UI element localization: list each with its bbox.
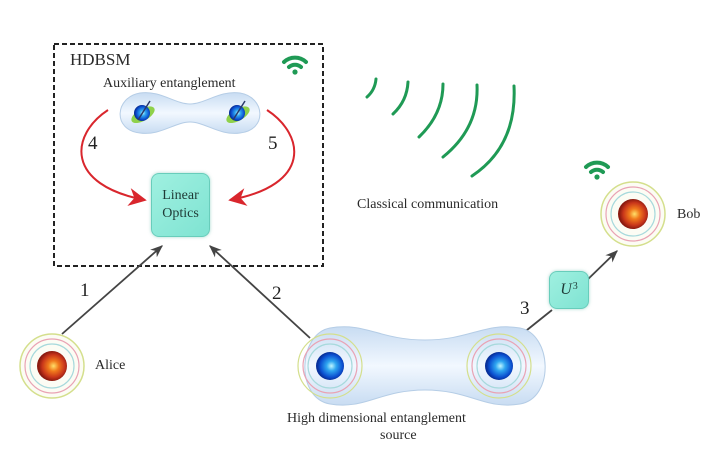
linear-optics-box: Linear Optics — [151, 173, 210, 237]
path-2-arrow — [209, 245, 311, 339]
alice-photon — [19, 333, 85, 399]
path-5-arrow — [228, 109, 296, 206]
wifi-icon — [584, 160, 610, 180]
path-number-4: 4 — [88, 133, 98, 154]
path-number-3: 3 — [520, 298, 530, 319]
bob-label: Bob — [677, 207, 701, 222]
hdbsm-boundary — [53, 43, 324, 267]
path-1-arrow — [61, 245, 163, 335]
photon-icon — [131, 100, 155, 124]
unitary-exponent: 3 — [572, 281, 578, 292]
entangled-pair-icon — [297, 326, 546, 406]
source-label-line1: High dimensional entanglement — [287, 411, 466, 426]
signal-waves-icon — [365, 77, 516, 178]
bob-photon — [600, 181, 666, 247]
classical-communication-label: Classical communication — [357, 197, 499, 212]
auxiliary-entanglement-label: Auxiliary entanglement — [103, 76, 236, 91]
unitary-base: U — [560, 281, 572, 298]
photon-icon — [226, 100, 250, 124]
source-label-line2: source — [380, 428, 417, 443]
hdbsm-title: HDBSM — [70, 50, 131, 69]
auxiliary-entangled-pair — [119, 92, 261, 134]
linear-optics-line1: Linear — [162, 188, 199, 203]
path-number-1: 1 — [80, 280, 90, 301]
wifi-icon — [282, 55, 308, 75]
path-number-2: 2 — [272, 283, 282, 304]
linear-optics-line2: Optics — [162, 206, 199, 221]
path-4-arrow — [80, 109, 147, 206]
alice-label: Alice — [95, 358, 126, 373]
path-number-5: 5 — [268, 133, 278, 154]
